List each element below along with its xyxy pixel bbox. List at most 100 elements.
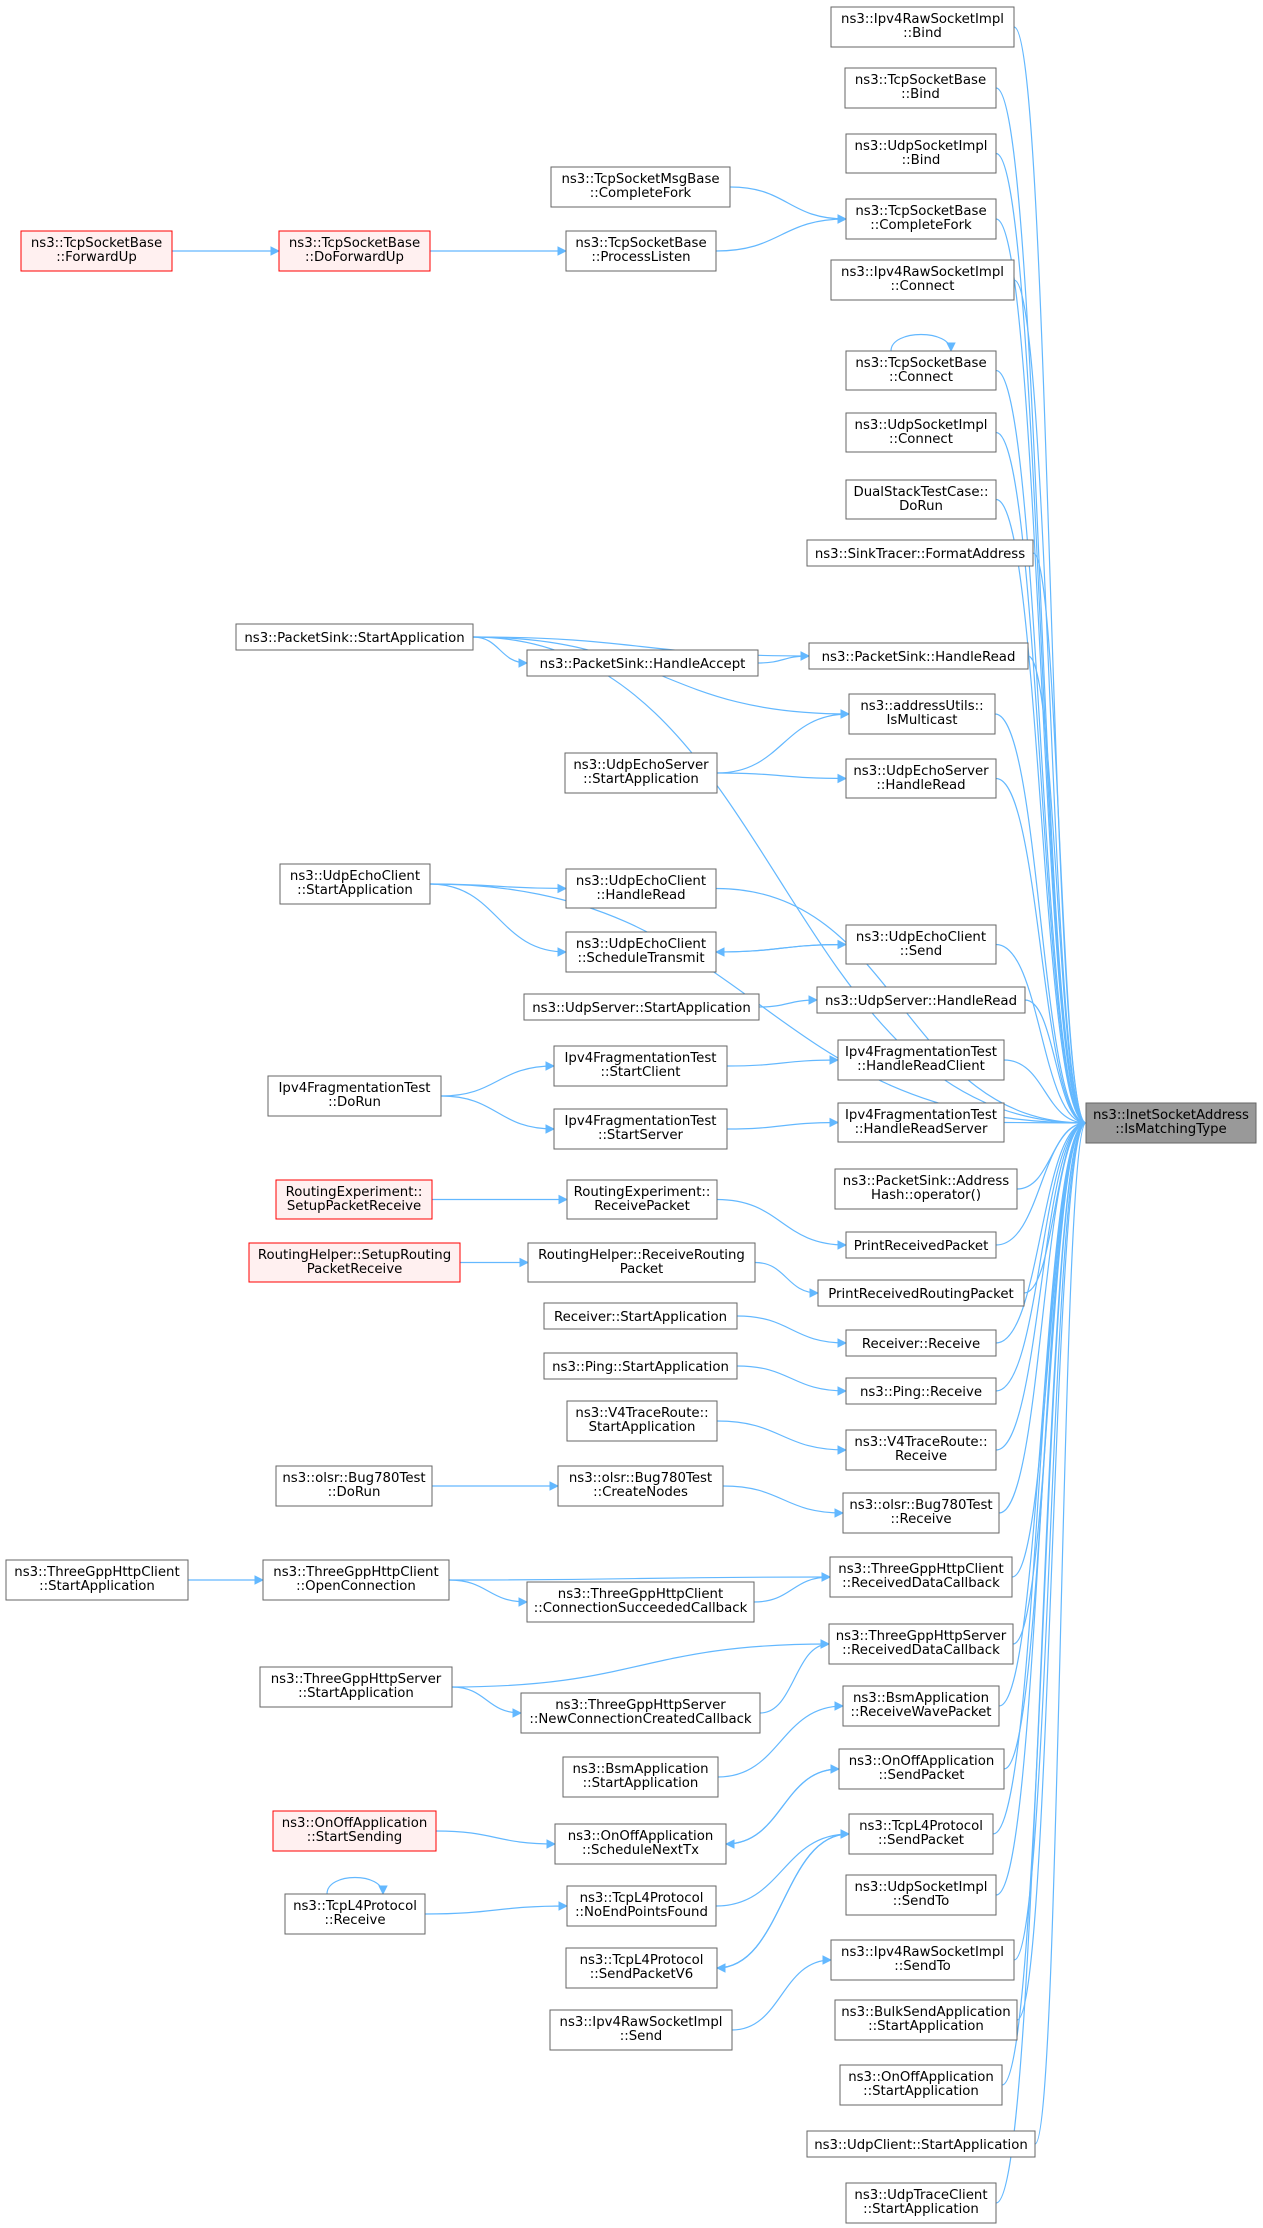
- node-n47[interactable]: ns3::ThreeGppHttpClient::StartApplicatio…: [5, 1559, 189, 1601]
- node-n23[interactable]: ns3::UdpEchoClient::Send: [845, 924, 997, 965]
- node-box: [842, 1685, 1000, 1727]
- node-n16[interactable]: ns3::PacketSink::HandleAccept: [526, 649, 759, 677]
- node-label: ns3::UdpEchoClient: [290, 869, 420, 884]
- node-n41[interactable]: ns3::Ping::Receive: [845, 1377, 997, 1405]
- edge-n65-to-n64: [731, 1955, 832, 2031]
- edge-n45-to-n46: [722, 1485, 844, 1518]
- node-n24[interactable]: ns3::UdpServer::StartApplication: [523, 993, 760, 1021]
- node-n44[interactable]: ns3::olsr::Bug780Test::DoRun: [275, 1465, 433, 1507]
- node-label: ns3::ThreeGppHttpClient: [558, 1587, 723, 1602]
- edge-n16-to-n15: [757, 651, 810, 664]
- node-label: ::Bind: [902, 153, 941, 168]
- node-n18[interactable]: ns3::UdpEchoServer::StartApplication: [564, 752, 718, 794]
- node-label: ::StartSending: [307, 1830, 403, 1845]
- node-n8[interactable]: ns3::TcpSocketBase::ProcessListen: [565, 230, 717, 272]
- node-n15[interactable]: ns3::PacketSink::HandleRead: [808, 642, 1029, 670]
- node-n39[interactable]: Receiver::Receive: [845, 1329, 997, 1357]
- node-n61[interactable]: ns3::TcpL4Protocol::NoEndPointsFound: [566, 1885, 717, 1927]
- node-n6[interactable]: ns3::TcpSocketBase::ForwardUp: [20, 230, 173, 272]
- node-n42[interactable]: ns3::V4TraceRoute::StartApplication: [566, 1400, 718, 1442]
- node-label: ns3::TcpL4Protocol: [293, 1899, 417, 1914]
- node-label: ::SendPacketV6: [590, 1967, 694, 1982]
- node-n30[interactable]: Ipv4FragmentationTest::HandleReadServer: [837, 1102, 1005, 1143]
- node-n4[interactable]: ns3::TcpSocketMsgBase::CompleteFork: [550, 166, 731, 208]
- node-label: ns3::OnOffApplication: [282, 1816, 428, 1831]
- node-n22[interactable]: ns3::UdpEchoClient::ScheduleTransmit: [565, 931, 717, 973]
- node-n37[interactable]: PrintReceivedRoutingPacket: [817, 1279, 1025, 1307]
- node-n55[interactable]: ns3::BsmApplication::StartApplication: [562, 1756, 719, 1798]
- edge-n46-to-target: [998, 1118, 1087, 1514]
- node-n48[interactable]: ns3::ThreeGppHttpClient::OpenConnection: [262, 1559, 450, 1601]
- node-n51[interactable]: ns3::ThreeGppHttpServer::ReceivedDataCal…: [828, 1623, 1014, 1665]
- node-n28[interactable]: Ipv4FragmentationTest::DoRun: [267, 1075, 442, 1117]
- node-n3[interactable]: ns3::UdpSocketImpl::Bind: [845, 133, 997, 174]
- node-box: [275, 1179, 433, 1220]
- node-n57[interactable]: ns3::OnOffApplication::StartSending: [272, 1810, 437, 1852]
- node-n45[interactable]: ns3::olsr::Bug780Test::CreateNodes: [557, 1465, 724, 1507]
- node-n1[interactable]: ns3::Ipv4RawSocketImpl::Bind: [830, 6, 1015, 48]
- node-n7[interactable]: ns3::TcpSocketBase::DoForwardUp: [278, 230, 431, 272]
- node-n65[interactable]: ns3::Ipv4RawSocketImpl::Send: [549, 2009, 733, 2051]
- node-n2[interactable]: ns3::TcpSocketBase::Bind: [844, 67, 997, 109]
- node-n56[interactable]: ns3::OnOffApplication::SendPacket: [838, 1748, 1005, 1790]
- node-label: ::ReceiveWavePacket: [850, 1705, 991, 1720]
- node-n20[interactable]: ns3::UdpEchoClient::StartApplication: [279, 863, 431, 905]
- node-n10[interactable]: ns3::TcpSocketBase::Connect: [845, 350, 997, 391]
- node-n19[interactable]: ns3::UdpEchoServer::HandleRead: [845, 758, 997, 799]
- node-n54[interactable]: ns3::BsmApplication::ReceiveWavePacket: [842, 1685, 1000, 1727]
- node-n34[interactable]: PrintReceivedPacket: [845, 1231, 997, 1259]
- node-n11[interactable]: ns3::UdpSocketImpl::Connect: [845, 412, 997, 453]
- node-box: [830, 259, 1015, 301]
- node-label: ::ReceivedDataCallback: [842, 1643, 1000, 1658]
- node-n5[interactable]: ns3::TcpSocketBase::CompleteFork: [845, 198, 997, 240]
- node-label: Receive: [895, 1449, 947, 1464]
- node-n46[interactable]: ns3::olsr::Bug780Test::Receive: [842, 1492, 1000, 1534]
- node-label: ::Connect: [889, 432, 953, 447]
- node-label: ::ProcessListen: [591, 250, 690, 265]
- node-n59[interactable]: ns3::TcpL4Protocol::SendPacket: [848, 1813, 994, 1855]
- node-n21[interactable]: ns3::UdpEchoClient::HandleRead: [565, 868, 717, 909]
- node-n14[interactable]: ns3::PacketSink::StartApplication: [235, 623, 474, 651]
- node-n50[interactable]: ns3::ThreeGppHttpClient::ReceivedDataCal…: [829, 1556, 1013, 1598]
- node-n66[interactable]: ns3::BulkSendApplication::StartApplicati…: [834, 1999, 1018, 2041]
- node-n58[interactable]: ns3::OnOffApplication::ScheduleNextTx: [554, 1823, 727, 1865]
- node-label: ns3::UdpClient::StartApplication: [814, 2138, 1028, 2153]
- node-n62[interactable]: ns3::UdpSocketImpl::SendTo: [845, 1874, 997, 1916]
- node-n32[interactable]: RoutingExperiment::SetupPacketReceive: [275, 1179, 433, 1220]
- node-n9[interactable]: ns3::Ipv4RawSocketImpl::Connect: [830, 259, 1015, 301]
- node-label: ns3::OnOffApplication: [848, 2070, 994, 2085]
- node-n26[interactable]: Ipv4FragmentationTest::StartClient: [553, 1045, 728, 1087]
- node-label: ::StartServer: [598, 1128, 684, 1143]
- node-n17[interactable]: ns3::addressUtils::IsMulticast: [848, 693, 996, 735]
- node-n67[interactable]: ns3::OnOffApplication::StartApplication: [839, 2064, 1003, 2106]
- node-n12[interactable]: DualStackTestCase::DoRun: [845, 479, 997, 520]
- node-n27[interactable]: Ipv4FragmentationTest::HandleReadClient: [837, 1039, 1005, 1081]
- node-box: [834, 1168, 1018, 1210]
- node-n69[interactable]: ns3::UdpTraceClient::StartApplication: [845, 2182, 997, 2224]
- node-box: [834, 1999, 1018, 2041]
- node-n64[interactable]: ns3::Ipv4RawSocketImpl::SendTo: [830, 1939, 1015, 1981]
- node-n49[interactable]: ns3::ThreeGppHttpClient::ConnectionSucce…: [526, 1581, 755, 1623]
- node-n29[interactable]: Ipv4FragmentationTest::StartServer: [553, 1108, 728, 1150]
- node-n60[interactable]: ns3::TcpL4Protocol::Receive: [284, 1893, 426, 1935]
- node-box: [565, 1947, 718, 1989]
- node-n38[interactable]: Receiver::StartApplication: [543, 1302, 738, 1330]
- node-n43[interactable]: ns3::V4TraceRoute::Receive: [845, 1429, 997, 1471]
- node-n13[interactable]: ns3::SinkTracer::FormatAddress: [806, 539, 1034, 567]
- node-n68[interactable]: ns3::UdpClient::StartApplication: [806, 2130, 1036, 2158]
- node-n53[interactable]: ns3::ThreeGppHttpServer::NewConnectionCr…: [520, 1692, 761, 1734]
- node-target[interactable]: ns3::InetSocketAddress::IsMatchingType: [1085, 1102, 1257, 1144]
- node-n40[interactable]: ns3::Ping::StartApplication: [543, 1352, 738, 1380]
- node-n63[interactable]: ns3::TcpL4Protocol::SendPacketV6: [565, 1947, 718, 1989]
- node-box: [566, 1179, 718, 1220]
- node-label: ns3::V4TraceRoute::: [575, 1406, 708, 1421]
- node-n33[interactable]: RoutingExperiment::ReceivePacket: [566, 1179, 718, 1220]
- node-n52[interactable]: ns3::ThreeGppHttpServer::StartApplicatio…: [259, 1666, 453, 1708]
- node-label: SetupPacketReceive: [287, 1199, 421, 1214]
- node-label: ::StartApplication: [583, 772, 699, 787]
- node-n25[interactable]: ns3::UdpServer::HandleRead: [816, 986, 1026, 1014]
- node-box: [848, 1813, 994, 1855]
